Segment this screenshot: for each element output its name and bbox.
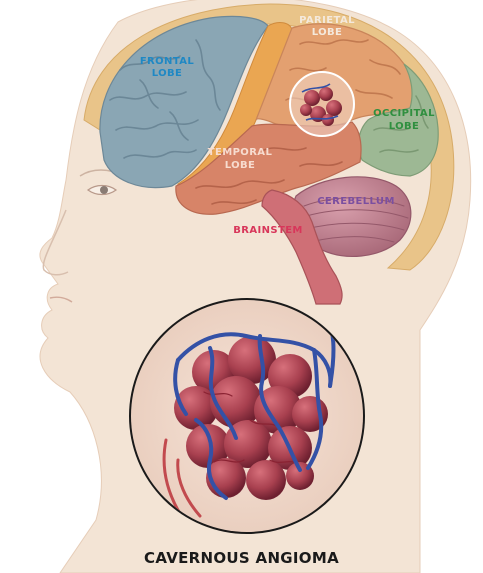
occipital-lobe-label-line2: LOBE [389, 121, 420, 132]
temporal-lobe-label: TEMPORAL LOBE [208, 147, 273, 171]
parietal-lobe-label-line1: PARIETAL [299, 15, 355, 26]
brainstem [261, 189, 343, 305]
temporal-lobe [175, 121, 362, 215]
frontal-lobe-label-line1: FRONTAL [140, 56, 195, 67]
lesion-small [300, 83, 342, 126]
nose [42, 209, 69, 276]
frontal-lobe-label-line2: LOBE [152, 68, 183, 79]
occipital-lobe-label: OCCIPITAL LOBE [373, 108, 435, 132]
eye-iris [100, 186, 108, 194]
parietal-lobe-label: PARIETAL LOBE [299, 15, 355, 38]
occipital-lobe-label-line1: OCCIPITAL [373, 108, 435, 119]
temporal-lobe-label-line2: LOBE [225, 160, 256, 171]
occipital-lobe [358, 63, 439, 177]
frontal-gyri [109, 39, 221, 159]
lesion-locator-circle [289, 71, 355, 137]
lips [49, 296, 73, 303]
frontal-lobe-label: FRONTAL LOBE [140, 56, 195, 79]
figure-caption: CAVERNOUS ANGIOMA [144, 549, 339, 567]
parietal-lobe-label-line2: LOBE [312, 27, 343, 38]
brainstem-label: BRAINSTEM [233, 225, 303, 236]
occipital-gyri [373, 95, 429, 153]
temporal-gyri [195, 147, 343, 205]
temporal-lobe-label-line1: TEMPORAL [208, 147, 273, 158]
cerebellum-label: CEREBELLUM [317, 196, 395, 207]
frontal-lobe [99, 15, 269, 189]
magnified-inset [129, 298, 365, 534]
